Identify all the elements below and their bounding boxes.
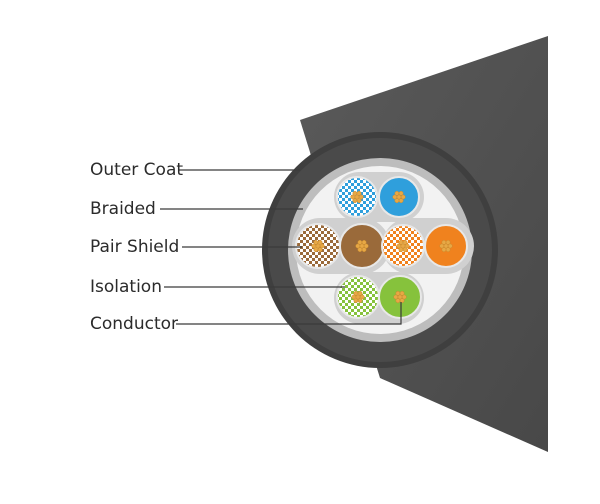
copper-strand	[319, 243, 325, 249]
label-isolation: Isolation	[90, 277, 162, 297]
conductor-strands	[439, 240, 453, 252]
copper-strand	[445, 247, 451, 252]
copper-conductors	[311, 191, 453, 303]
copper-strand	[350, 194, 356, 200]
copper-strand	[357, 298, 363, 303]
copper-strand	[439, 243, 445, 249]
label-outer-coat: Outer Coat	[90, 160, 184, 180]
copper-strand	[356, 198, 362, 203]
copper-strand	[401, 294, 407, 300]
copper-strand	[313, 247, 319, 252]
copper-strand	[392, 194, 398, 200]
conductor-strands	[355, 240, 369, 252]
conductor-strands	[393, 291, 407, 303]
copper-strand	[361, 240, 367, 245]
copper-strand	[358, 194, 364, 200]
copper-strand	[361, 247, 367, 252]
copper-strand	[441, 247, 447, 252]
conductor-strands	[311, 240, 325, 252]
copper-strand	[363, 243, 369, 249]
leader-lines	[160, 169, 402, 325]
copper-strand	[396, 243, 402, 249]
copper-strand	[445, 240, 451, 245]
copper-strand	[313, 240, 319, 245]
copper-strand	[398, 191, 404, 196]
copper-strand	[395, 298, 401, 303]
copper-strand	[351, 294, 357, 300]
copper-strand	[317, 240, 323, 245]
copper-strand	[394, 198, 400, 203]
copper-strand	[402, 247, 408, 252]
leader-conductor	[176, 302, 402, 325]
label-pair-shield: Pair Shield	[90, 237, 180, 257]
copper-strand	[402, 240, 408, 245]
copper-strand	[353, 291, 359, 296]
copper-strand	[399, 291, 405, 296]
copper-strand	[353, 298, 359, 303]
copper-strand	[398, 247, 404, 252]
copper-strand	[317, 247, 323, 252]
copper-strand	[398, 198, 404, 203]
copper-strand	[352, 198, 358, 203]
copper-strand	[357, 240, 363, 245]
conductor-strands	[351, 291, 365, 303]
conductor-strands	[350, 191, 364, 203]
conductor-strands	[392, 191, 406, 203]
copper-strand	[355, 243, 361, 249]
copper-strand	[356, 191, 362, 196]
copper-strand	[404, 243, 410, 249]
copper-strand	[398, 240, 404, 245]
conductor-strands	[396, 240, 410, 252]
copper-strand	[447, 243, 453, 249]
copper-strand	[359, 294, 365, 300]
copper-strand	[400, 194, 406, 200]
copper-strand	[395, 291, 401, 296]
copper-strand	[441, 240, 447, 245]
label-braided: Braided	[90, 199, 156, 219]
copper-strand	[357, 247, 363, 252]
copper-strand	[394, 191, 400, 196]
copper-strand	[393, 294, 399, 300]
copper-strand	[357, 291, 363, 296]
copper-strand	[311, 243, 317, 249]
label-conductor: Conductor	[90, 314, 179, 334]
copper-strand	[352, 191, 358, 196]
